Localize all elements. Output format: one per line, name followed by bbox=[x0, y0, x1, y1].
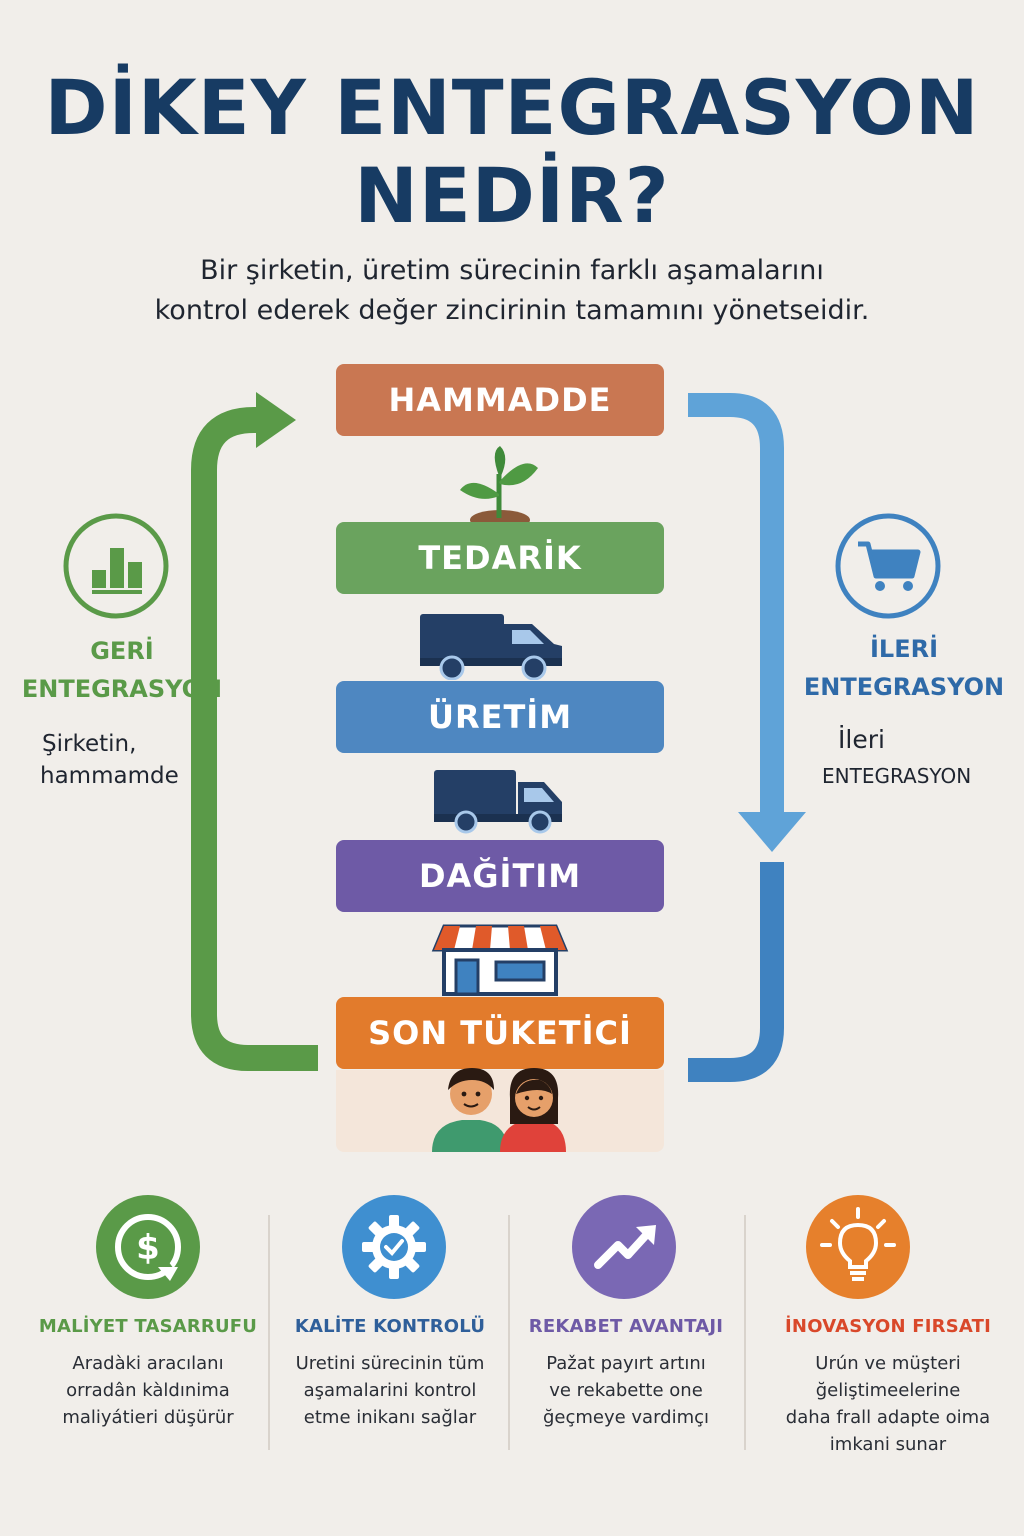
benefit-title-quality: KALİTE KONTROLÜ bbox=[294, 1316, 486, 1337]
consumers-icon bbox=[432, 1068, 566, 1152]
lightbulb-icon bbox=[806, 1195, 910, 1299]
stage-dagitim: DAĞİTIM bbox=[336, 840, 664, 912]
divider-1 bbox=[268, 1215, 270, 1450]
benefit-quality-line-2: aşamalarini kontrol bbox=[303, 1380, 477, 1401]
benefit-competition-line-1: Pažat payırt artını bbox=[546, 1353, 706, 1374]
benefit-quality-line-3: etme inikanı sağlar bbox=[303, 1407, 477, 1428]
delivery-truck-icon bbox=[434, 770, 562, 834]
benefit-innovation-line-1: Urún ve müşteri bbox=[815, 1353, 961, 1374]
forward-text-line-1: İleri bbox=[838, 725, 885, 754]
benefit-competition-line-2: ve rekabette one bbox=[549, 1380, 703, 1401]
benefit-innovation-line-4: imkani sunar bbox=[829, 1434, 947, 1455]
subtitle: Bir şirketin, üretim sürecinin farklı aş… bbox=[0, 251, 1024, 331]
backward-integration-title: GERİ ENTEGRASYON bbox=[12, 632, 232, 708]
benefit-text-innovation: Urún ve müşteri ğeliştimeelerine daha fr… bbox=[768, 1350, 1008, 1458]
page-title: DİKEY ENTEGRASYON NEDİR? bbox=[0, 64, 1024, 240]
forward-integration-text: İleri ENTEGRASYON bbox=[790, 722, 1020, 794]
backward-title-line-2: ENTEGRASYON bbox=[21, 675, 223, 703]
stage-uretim: ÜRETİM bbox=[336, 681, 664, 753]
forward-text-line-2: ENTEGRASYON bbox=[822, 764, 972, 788]
benefit-quality-line-1: Uretini sürecinin tüm bbox=[295, 1353, 485, 1374]
backward-text-line-1: Şirketin, bbox=[42, 731, 137, 757]
svg-text:$: $ bbox=[136, 1228, 160, 1268]
subtitle-line-2: kontrol ederek değer zincirinin tamamını… bbox=[154, 295, 870, 326]
benefit-text-quality: Uretini sürecinin tüm aşamalarini kontro… bbox=[270, 1350, 510, 1431]
forward-title-line-1: İLERİ bbox=[869, 635, 939, 663]
benefit-title-innovation: İNOVASYON FIRSATI bbox=[785, 1316, 991, 1337]
benefit-competition-line-3: ğeçmeye vardimçı bbox=[542, 1407, 710, 1428]
divider-2 bbox=[508, 1215, 510, 1450]
stage-tedarik: TEDARİK bbox=[336, 522, 664, 594]
stage-hammadde: HAMMADDE bbox=[336, 364, 664, 436]
benefit-cost-line-3: maliyátieri düşürür bbox=[62, 1407, 234, 1428]
benefit-innovation-line-2: ğeliştimeelerine bbox=[815, 1380, 961, 1401]
subtitle-line-1: Bir şirketin, üretim sürecinin farklı aş… bbox=[200, 255, 824, 286]
plant-icon bbox=[460, 446, 538, 522]
trend-up-icon bbox=[572, 1195, 676, 1299]
benefit-title-competition: REKABET AVANTAJI bbox=[528, 1316, 724, 1337]
dollar-down-icon: $ bbox=[96, 1195, 200, 1299]
pickup-truck-icon bbox=[420, 614, 562, 680]
benefit-innovation-line-3: daha frall adapte oima bbox=[785, 1407, 991, 1428]
shop-icon bbox=[431, 924, 569, 996]
benefit-text-cost: Aradàki aracılanı orradân kàldınima mali… bbox=[28, 1350, 268, 1431]
shopping-cart-icon bbox=[835, 513, 941, 619]
divider-3 bbox=[744, 1215, 746, 1450]
forward-title-line-2: ENTEGRASYON bbox=[803, 673, 1005, 701]
benefit-cost-line-1: Aradàki aracılanı bbox=[72, 1353, 224, 1374]
backward-title-line-1: GERİ bbox=[90, 637, 154, 665]
stage-son-tuketici: SON TÜKETİCİ bbox=[336, 997, 664, 1069]
forward-integration-title: İLERİ ENTEGRASYON bbox=[794, 630, 1014, 706]
title-line-2: NEDİR? bbox=[354, 151, 670, 240]
bar-chart-icon bbox=[63, 513, 169, 619]
benefit-text-competition: Pažat payırt artını ve rekabette one ğeç… bbox=[506, 1350, 746, 1431]
benefit-cost-line-2: orradân kàldınima bbox=[66, 1380, 230, 1401]
gear-check-icon bbox=[342, 1195, 446, 1299]
benefit-title-cost: MALİYET TASARRUFU bbox=[38, 1316, 258, 1337]
backward-text-line-2: hammamde bbox=[40, 763, 179, 789]
title-line-1: DİKEY ENTEGRASYON bbox=[44, 63, 980, 152]
backward-integration-text: Şirketin, hammamde bbox=[40, 728, 210, 792]
